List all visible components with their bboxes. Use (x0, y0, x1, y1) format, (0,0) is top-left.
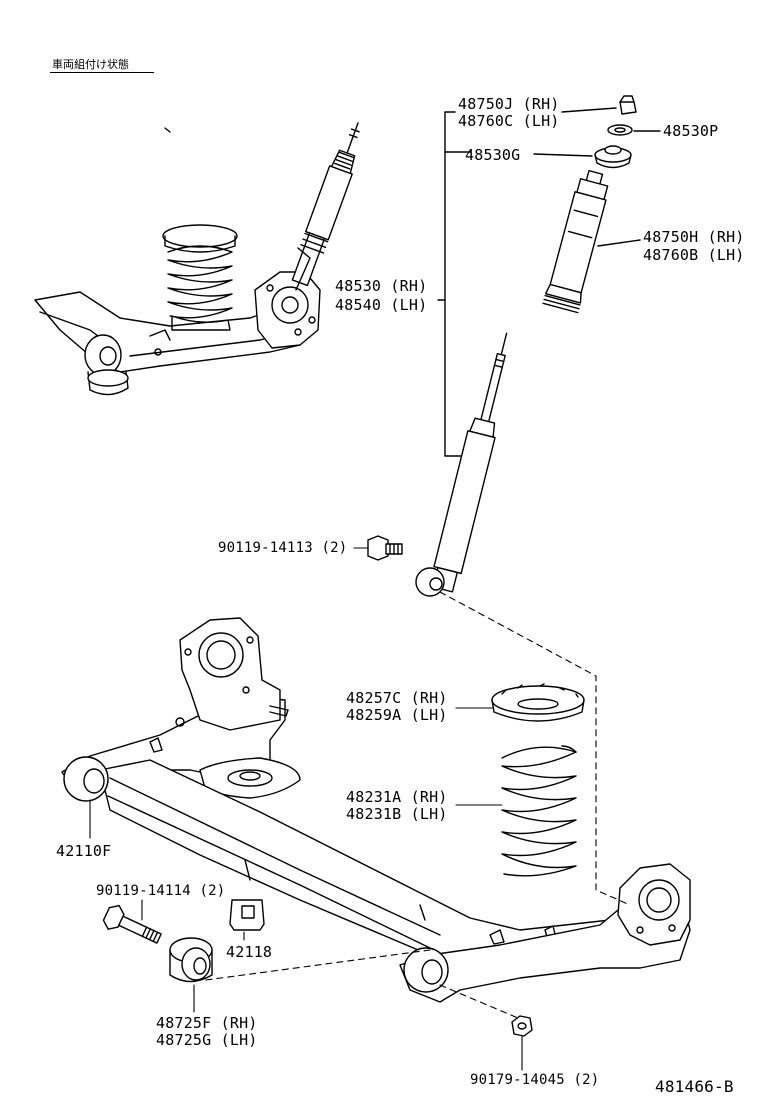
label-48750H: 48750H (RH) (643, 228, 745, 246)
leader-lines (89, 547, 523, 1071)
label-48530P: 48530P (663, 122, 719, 140)
bolt-90119-14113 (367, 535, 403, 561)
axle-beam (61, 617, 691, 1003)
label-48259A: 48259A (LH) (346, 706, 448, 724)
coil-spring-assembly (491, 683, 585, 877)
label-90119-14114: 90119-14114 (2) (96, 883, 226, 899)
shock-absorber-exploded (415, 95, 661, 597)
installed-state-inset (34, 122, 360, 396)
label-48725F: 48725F (RH) (156, 1014, 258, 1032)
assembly-dashed-lines (205, 591, 631, 1019)
label-90119-14113: 90119-14113 (2) (218, 540, 348, 556)
label-48231B: 48231B (LH) (346, 805, 448, 823)
label-48530: 48530 (RH) (335, 277, 428, 295)
label-42118: 42118 (226, 943, 273, 961)
label-48231A: 48231A (RH) (346, 788, 448, 806)
bolt-90119-14114 (102, 904, 162, 944)
installed-state-note: 車両組付け状態 (52, 58, 129, 71)
bushing-48725F (169, 937, 213, 983)
label-48750J: 48750J (RH) (458, 95, 560, 113)
label-48257C: 48257C (RH) (346, 689, 448, 707)
label-48760B: 48760B (LH) (643, 246, 745, 264)
label-90179-14045: 90179-14045 (2) (470, 1072, 600, 1088)
label-48530G: 48530G (465, 146, 521, 164)
label-48760C: 48760C (LH) (458, 112, 560, 130)
installed-state-underline (50, 72, 154, 73)
label-48540: 48540 (LH) (335, 296, 428, 314)
nut-90179-14045 (511, 1015, 533, 1037)
bush-42118 (229, 899, 265, 931)
diagram-id: 481466-B (655, 1077, 734, 1096)
label-42110F: 42110F (56, 842, 112, 860)
label-48725G: 48725G (LH) (156, 1031, 258, 1049)
